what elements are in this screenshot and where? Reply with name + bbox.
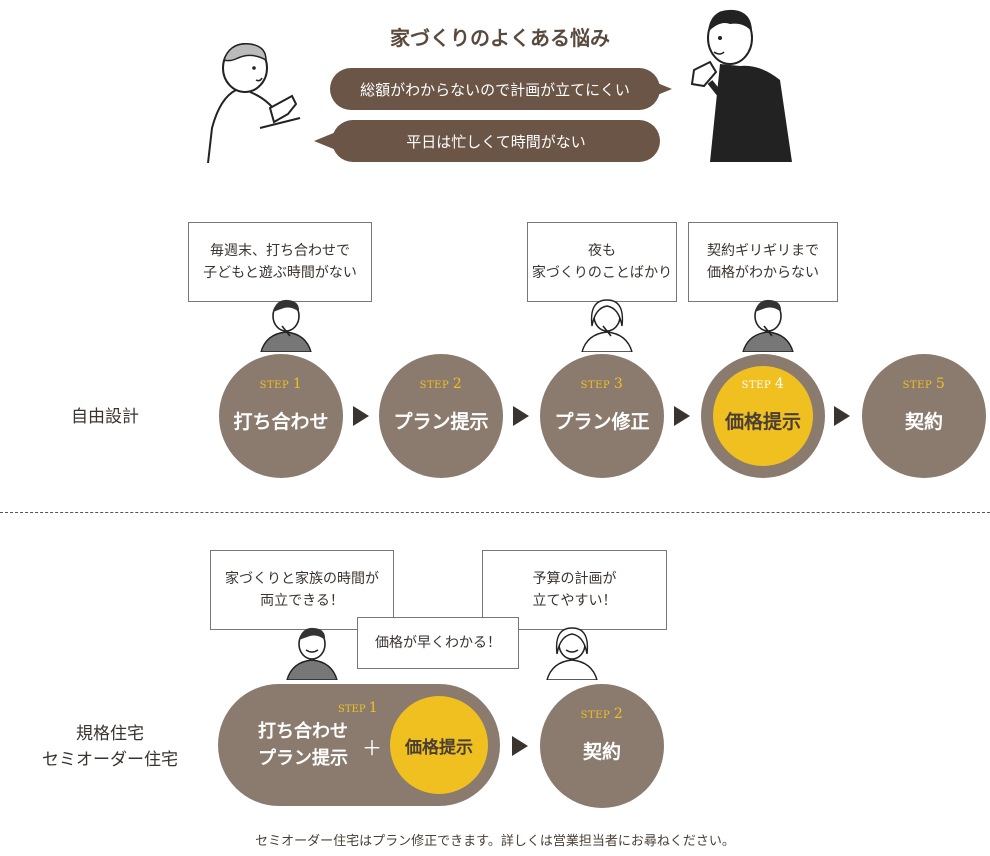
- note-line: 毎週末、打ち合わせで: [210, 242, 350, 259]
- row-label-line: セミオーダー住宅: [42, 749, 178, 770]
- step-label: 契約: [582, 740, 621, 763]
- row-label-free-design: 自由設計: [71, 407, 139, 427]
- step-label: 価格提示: [724, 410, 801, 433]
- row-label-standard: 規格住宅 セミオーダー住宅: [20, 722, 200, 773]
- note-line: 価格が早くわかる！: [375, 634, 501, 651]
- benefit-note-price: 価格が早くわかる！: [357, 617, 519, 669]
- step-label: プラン提示: [393, 410, 489, 433]
- step-word: STEP: [338, 704, 366, 715]
- note-line: 価格がわからない: [707, 265, 819, 281]
- note-line: 予算の計画が: [532, 570, 617, 587]
- concern-bubble-budget: 総額がわからないので計画が立てにくい: [330, 68, 660, 110]
- arrow-right-icon: [674, 406, 690, 426]
- note-line: 契約ギリギリまで: [707, 242, 819, 259]
- step-word: STEP: [259, 380, 290, 391]
- page-title: 家づくりのよくある悩み: [390, 26, 610, 50]
- arrow-right-icon: [513, 406, 529, 426]
- bubble-tail-right: [650, 80, 672, 98]
- worried-man-icon: [738, 296, 798, 352]
- step-num: 1: [292, 376, 303, 392]
- step-word: STEP: [741, 380, 772, 391]
- worry-note-night: 夜も 家づくりのことばかり: [527, 222, 677, 302]
- arrow-right-icon: [834, 406, 850, 426]
- combined-step-labels: 打ち合わせ プラン提示: [248, 718, 358, 772]
- happy-woman-icon: [542, 624, 602, 680]
- worried-woman-icon: [577, 296, 637, 352]
- benefit-note-budget: 予算の計画が 立てやすい！: [482, 550, 667, 630]
- section-divider: [0, 512, 990, 513]
- step-num: 2: [452, 376, 463, 392]
- note-line: 家づくりのことばかり: [531, 265, 673, 281]
- note-line: 立てやすい！: [532, 593, 617, 609]
- note-line: 両立できる！: [260, 593, 344, 609]
- step-number: STEP 4: [701, 376, 825, 392]
- step-label: プラン提示: [258, 748, 348, 769]
- step-circle-5: STEP 5 契約: [862, 354, 986, 478]
- bubble-tail-left: [314, 132, 336, 150]
- step-num: 2: [613, 706, 624, 722]
- step-number: STEP 2: [379, 376, 503, 392]
- concern-bubble-time: 平日は忙しくて時間がない: [332, 120, 660, 162]
- worry-note-weekend: 毎週末、打ち合わせで 子どもと遊ぶ時間がない: [188, 222, 372, 302]
- man-illustration: [680, 2, 795, 162]
- step-circle-3: STEP 3 プラン修正: [540, 354, 664, 478]
- step-label: 打ち合わせ: [233, 410, 329, 433]
- step-number: STEP 5: [862, 376, 986, 392]
- row-label-line: 規格住宅: [76, 724, 144, 744]
- step-num: 1: [368, 700, 378, 716]
- step-word: STEP: [419, 380, 450, 391]
- happy-man-icon: [282, 624, 342, 680]
- highlight-disc: [713, 366, 813, 466]
- step-word: STEP: [902, 380, 933, 391]
- note-line: 夜も: [588, 242, 616, 259]
- worried-man-icon: [256, 296, 316, 352]
- woman-illustration: [200, 38, 310, 163]
- arrow-right-icon: [353, 406, 369, 426]
- step-number: STEP 2: [540, 706, 664, 722]
- footer-note: セミオーダー住宅はプラン修正できます。詳しくは営業担当者にお尋ねください。: [255, 834, 735, 849]
- step-word: STEP: [580, 380, 611, 391]
- step-label: 契約: [904, 410, 943, 433]
- step-circle-4: STEP 4 価格提示: [701, 354, 825, 478]
- step-number: STEP 1: [219, 376, 343, 392]
- step-num: 3: [613, 376, 624, 392]
- step-circle-2: STEP 2 プラン提示: [379, 354, 503, 478]
- note-line: 家づくりと家族の時間が: [225, 570, 379, 587]
- price-disc: 価格提示: [390, 696, 488, 794]
- step-circle-contract: STEP 2 契約: [540, 684, 664, 808]
- step-num: 4: [774, 376, 785, 392]
- step-circle-1: STEP 1 打ち合わせ: [219, 354, 343, 478]
- step-num: 5: [935, 376, 946, 392]
- worry-note-price: 契約ギリギリまで 価格がわからない: [688, 222, 838, 302]
- step-label: 打ち合わせ: [258, 721, 348, 742]
- step-label: プラン修正: [554, 410, 650, 433]
- combined-step-pill: STEP 1 打ち合わせ プラン提示 ＋ 価格提示: [218, 684, 500, 806]
- step-number: STEP 3: [540, 376, 664, 392]
- benefit-note-family-time: 家づくりと家族の時間が 両立できる！: [210, 550, 394, 630]
- plus-icon: ＋: [362, 736, 382, 760]
- step-word: STEP: [580, 710, 611, 721]
- step-number: STEP 1: [338, 700, 378, 716]
- note-line: 子どもと遊ぶ時間がない: [203, 265, 357, 281]
- arrow-right-icon: [512, 736, 528, 756]
